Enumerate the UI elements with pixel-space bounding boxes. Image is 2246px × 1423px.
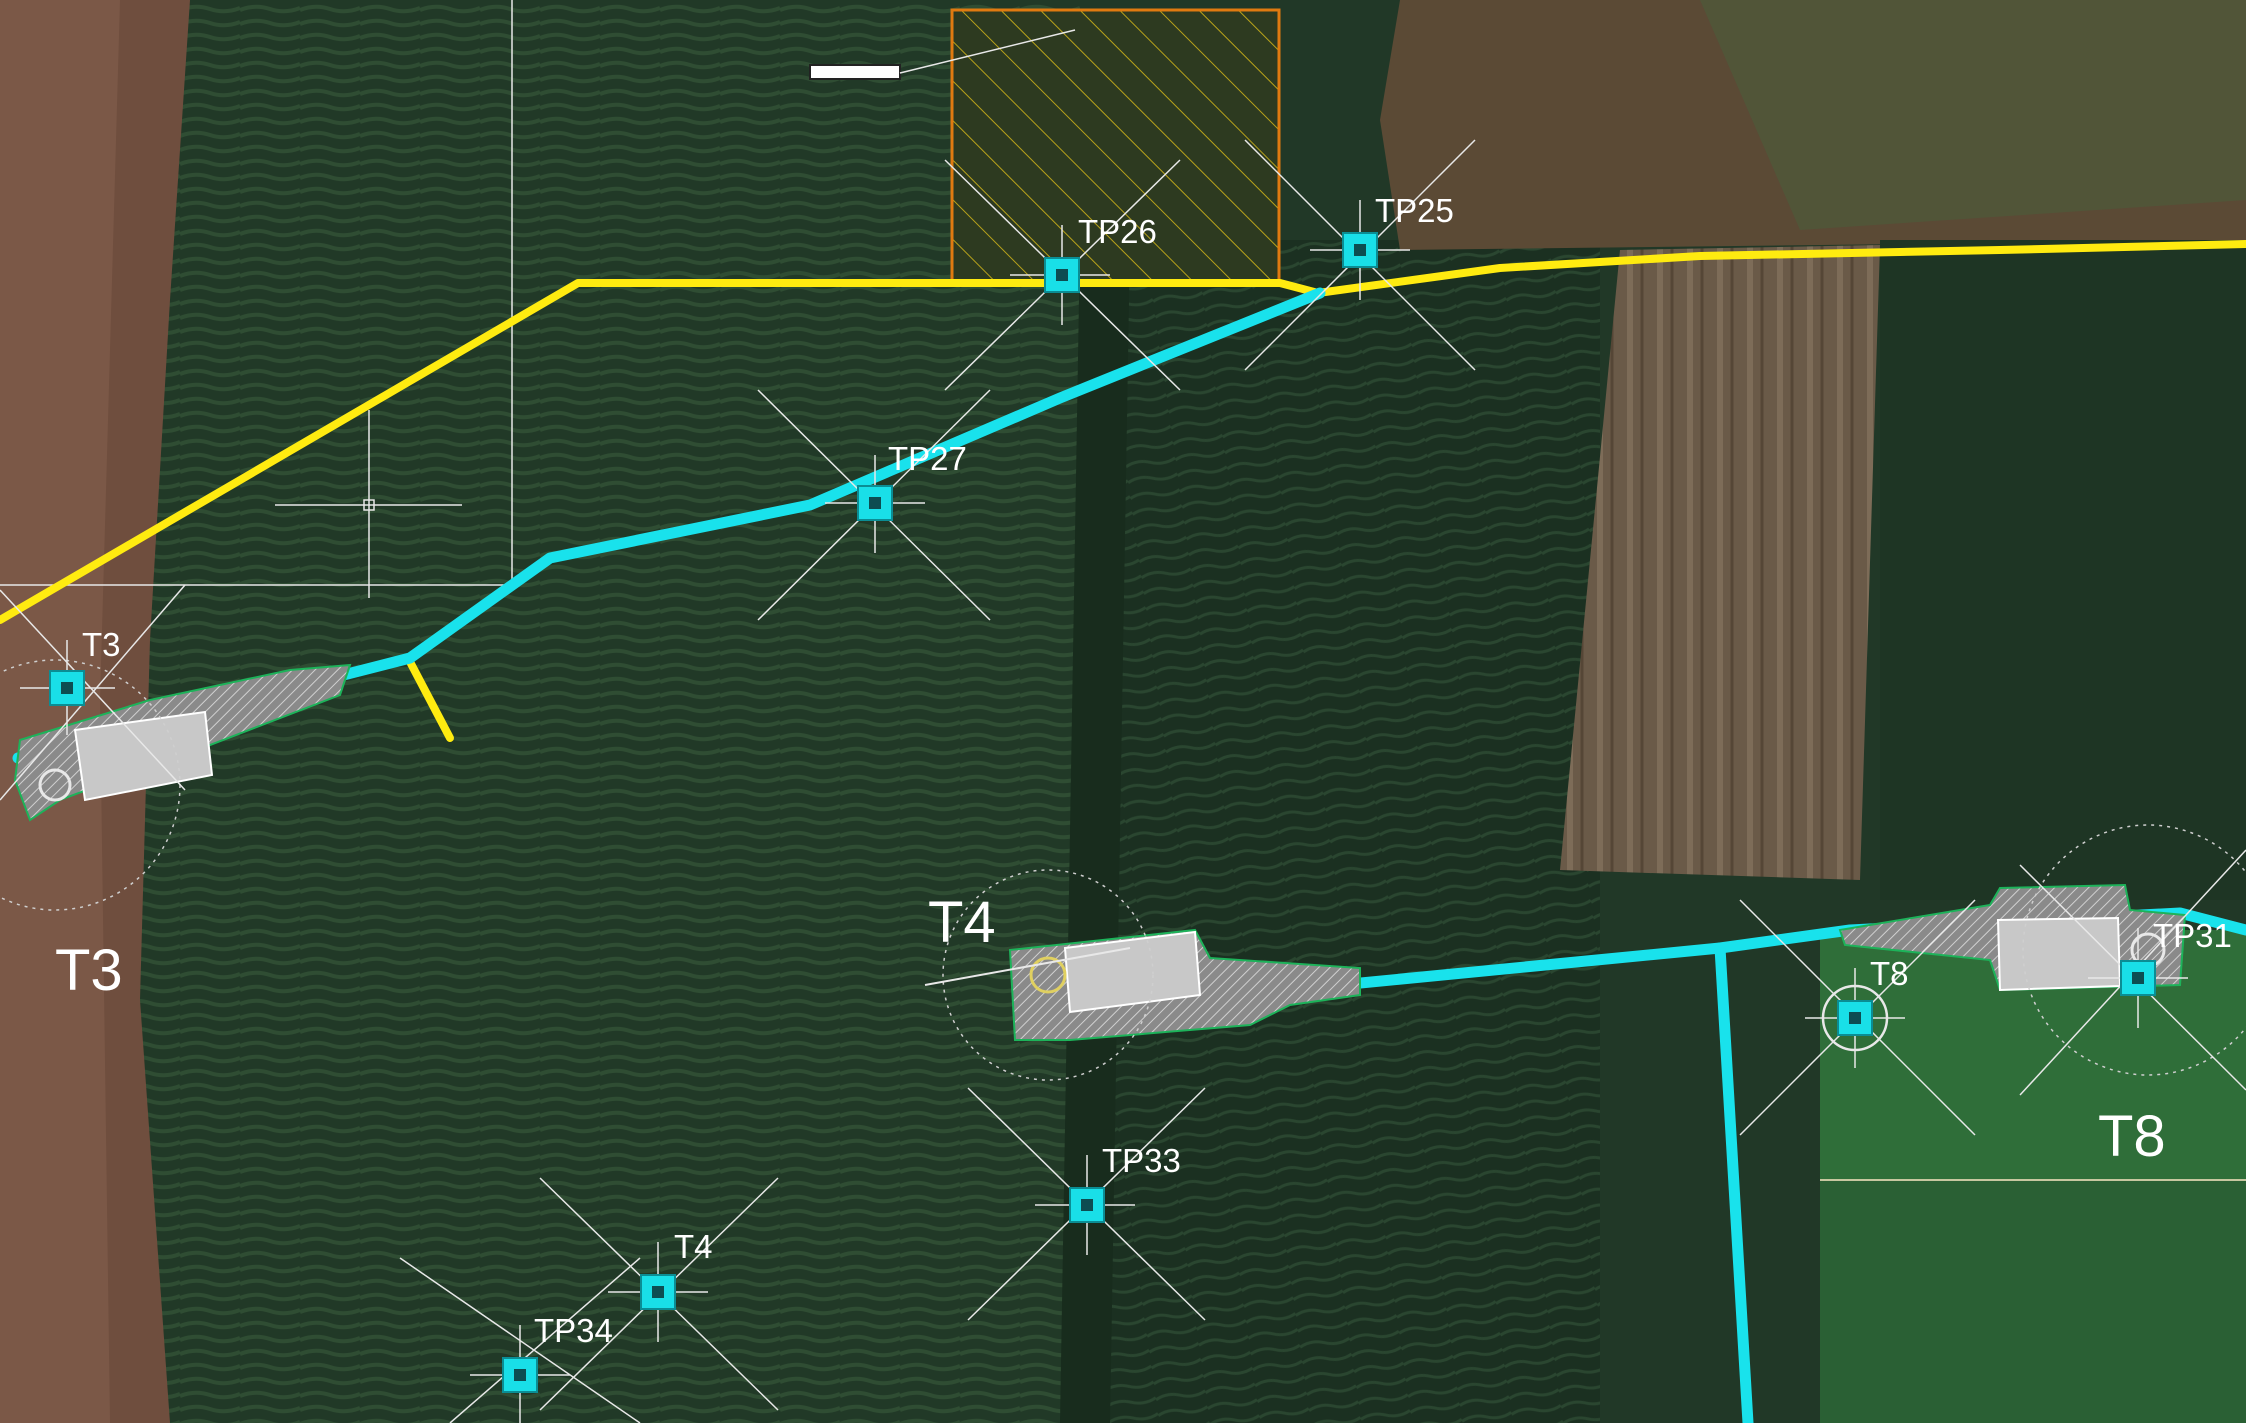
pasture-east-south xyxy=(1820,1180,2246,1423)
existing-track xyxy=(0,240,2246,742)
forest-gap xyxy=(1060,240,1130,1423)
tp26-label: TP26 xyxy=(1078,213,1157,250)
t3-turbine-label: T3 xyxy=(55,938,123,1003)
t3-point-label: T3 xyxy=(82,626,121,663)
t4-point-label: T4 xyxy=(674,1228,713,1265)
marker-centres xyxy=(61,244,2144,1381)
scale-bar xyxy=(809,64,901,80)
hatched-area xyxy=(950,8,1281,287)
forest-center xyxy=(1080,240,1600,1423)
forest-east xyxy=(1880,240,2246,900)
compound-t4 xyxy=(924,869,1361,1081)
tp25-label: TP25 xyxy=(1375,192,1454,229)
moorland-west-strip xyxy=(0,0,120,1423)
map-labels: TP26 TP25 TP27 T3 T3 T4 TP33 T4 TP34 T8 … xyxy=(55,192,2232,1349)
t4-turbine-label: T4 xyxy=(928,890,996,955)
t8-turbine-label: T8 xyxy=(2098,1104,2166,1169)
tp34-label: TP34 xyxy=(534,1312,613,1349)
bog-strip xyxy=(1560,245,1880,880)
field-northeast-grass xyxy=(1700,0,2246,230)
t8-point-label: T8 xyxy=(1870,955,1909,992)
tp27-label: TP27 xyxy=(888,440,967,477)
cad-reference-lines xyxy=(0,0,1076,598)
tp31-label: TP31 xyxy=(2153,917,2232,954)
compound-t8 xyxy=(1838,824,2246,1076)
tp33-label: TP33 xyxy=(1102,1142,1181,1179)
